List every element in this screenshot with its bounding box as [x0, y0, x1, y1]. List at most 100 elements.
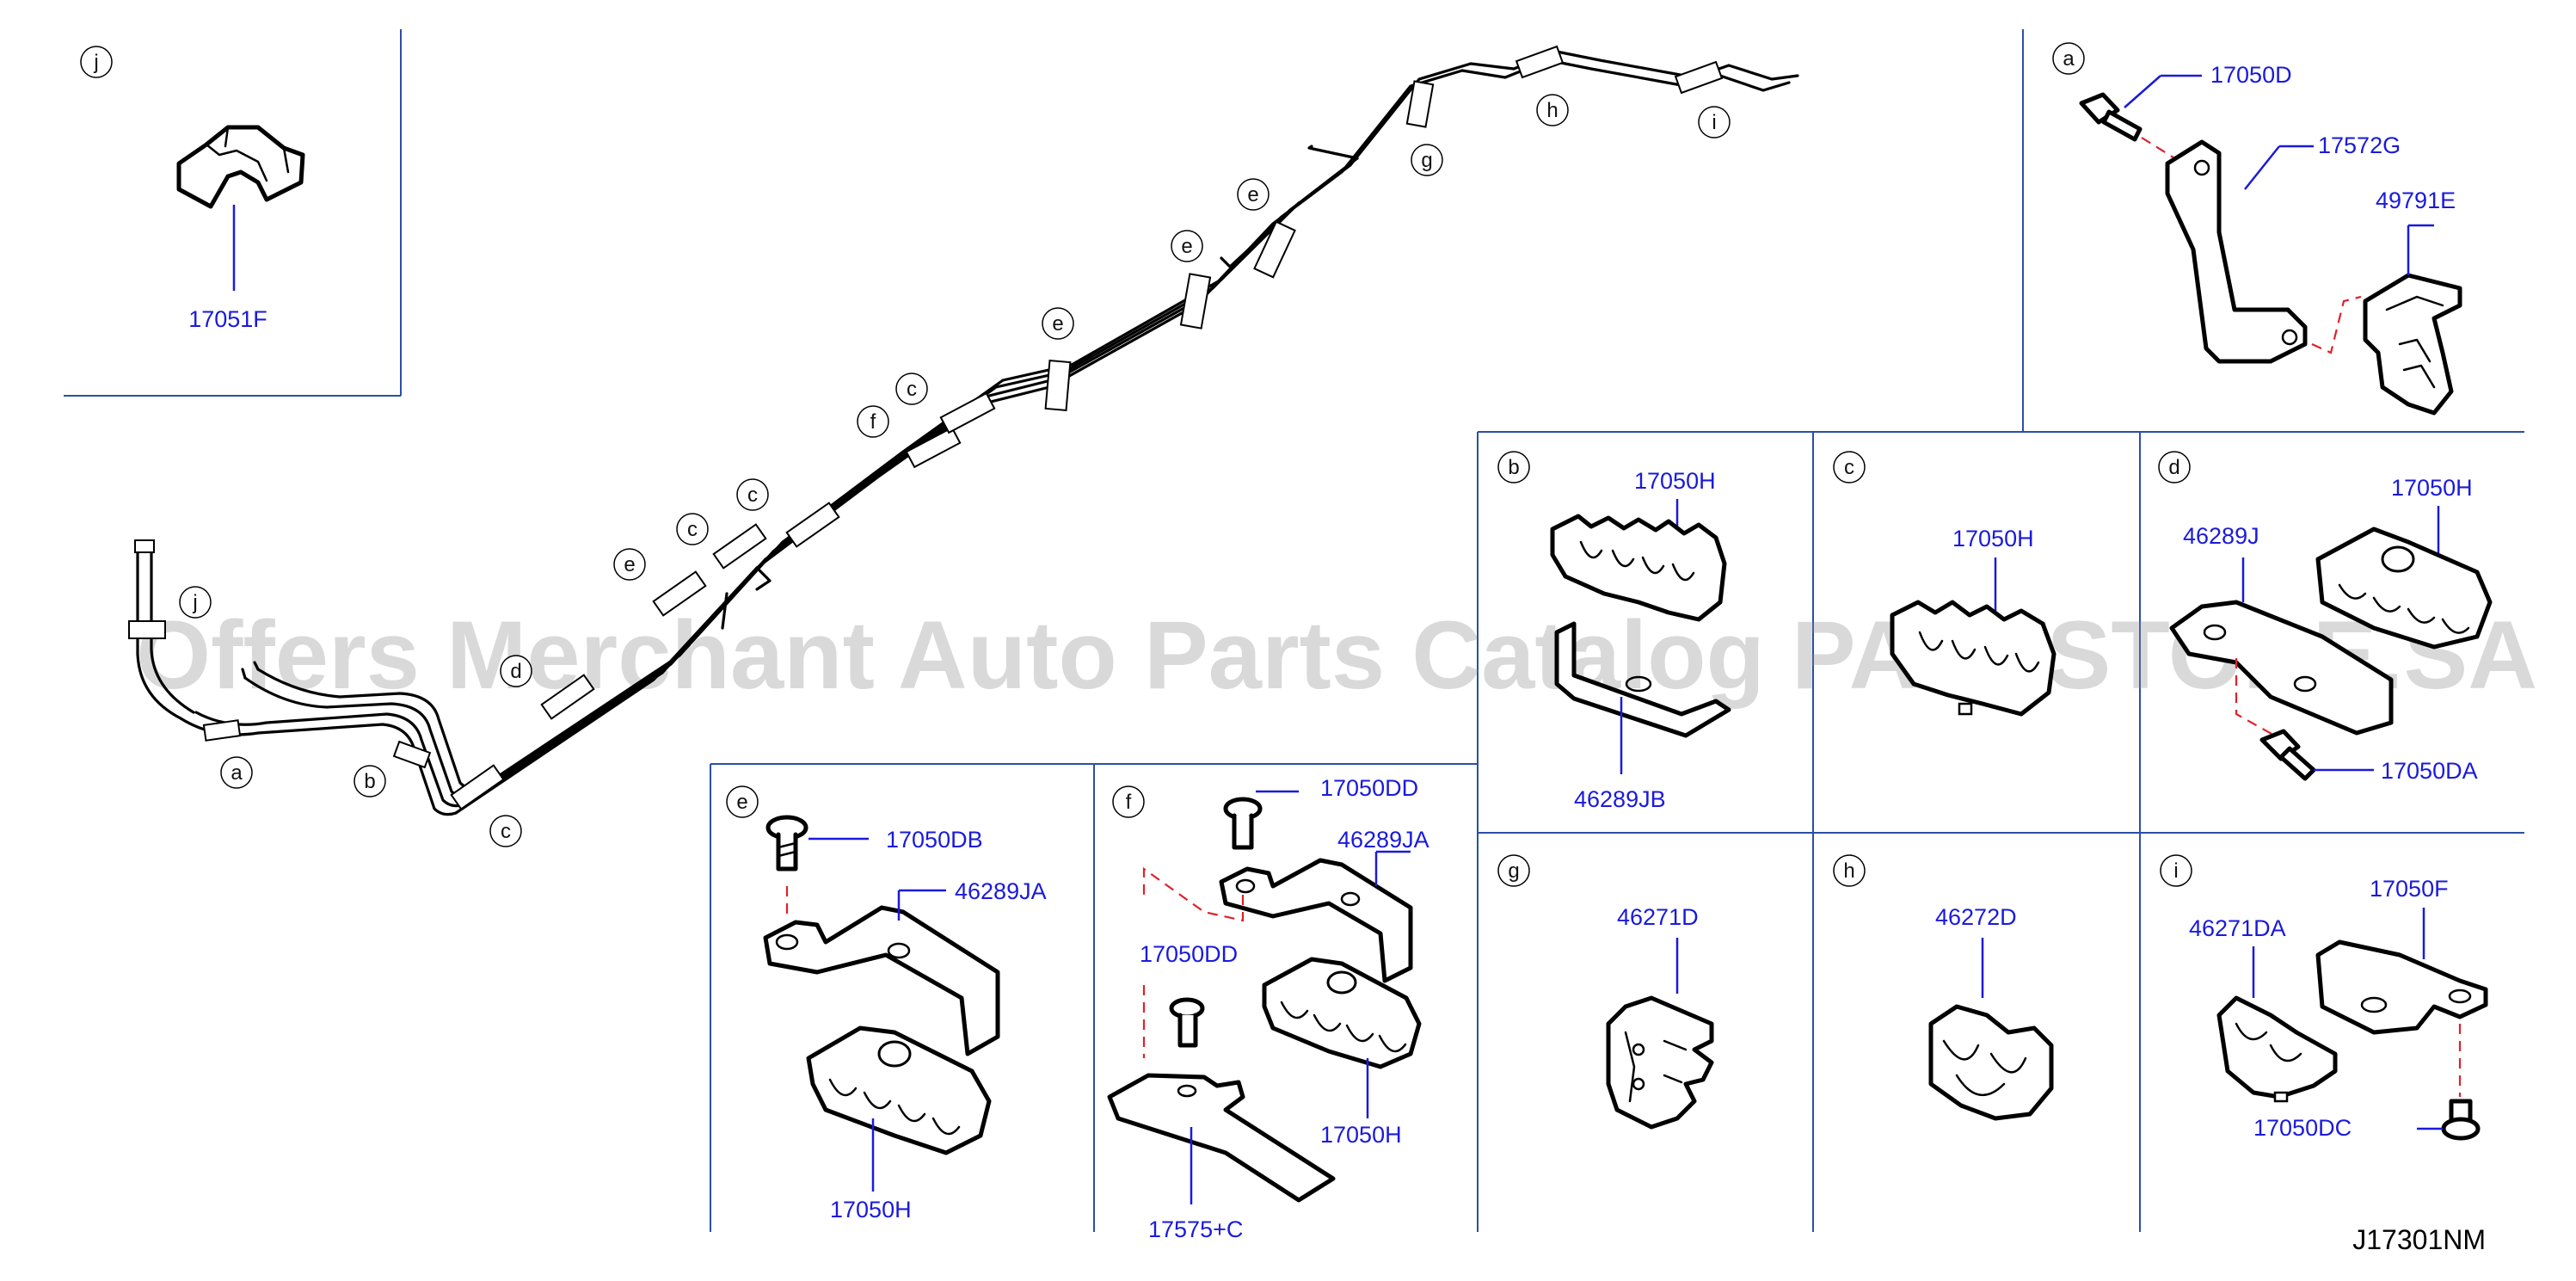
route-callouts: a b c c c c d e e e e f g h i j — [179, 94, 1731, 847]
svg-text:h: h — [1843, 859, 1854, 883]
svg-text:g: g — [1421, 149, 1432, 172]
svg-text:17050DC: 17050DC — [2253, 1115, 2352, 1141]
bracket-46289ja-f — [1219, 858, 1413, 983]
bracket-17575c — [1107, 1073, 1336, 1203]
svg-text:e: e — [1052, 312, 1063, 336]
svg-text:17050H: 17050H — [1320, 1122, 1402, 1148]
svg-text:17050DD: 17050DD — [1140, 941, 1238, 967]
svg-text:17050H: 17050H — [830, 1197, 912, 1222]
panel-h: h 46272D — [1833, 854, 2054, 1121]
brake-pipe-assembly — [128, 45, 1799, 816]
bracket-46289ja — [763, 905, 1000, 1056]
bolt-17050da — [2259, 729, 2316, 781]
svg-text:17050H: 17050H — [2391, 475, 2473, 501]
svg-text:a: a — [2063, 47, 2075, 71]
bracket-46289jb — [1554, 621, 1731, 738]
panel-e: e 17050DB 46289JA 17050H — [726, 785, 1047, 1222]
callout-c: c — [895, 373, 928, 405]
panel-frames — [64, 29, 2524, 1232]
callout-g: g — [1411, 144, 1443, 176]
svg-text:e: e — [736, 791, 747, 814]
part-17051f: 17051F — [188, 306, 267, 332]
clip-17050h-c — [1890, 600, 2056, 717]
bolt-17050dc — [2441, 1099, 2481, 1141]
svg-text:46272D: 46272D — [1935, 904, 2017, 930]
panel-j: j 17051F — [80, 46, 305, 332]
svg-text:17050H: 17050H — [1952, 526, 2034, 551]
svg-text:46289JB: 46289JB — [1574, 786, 1666, 812]
watermark: Offers Merchant Auto Parts Catalog PARTS… — [136, 601, 2537, 709]
panel-d: d 17050H 46289J 17050DA — [2158, 451, 2493, 784]
callout-d: d — [500, 655, 532, 687]
svg-text:a: a — [231, 761, 243, 785]
svg-text:c: c — [687, 518, 698, 541]
bolt-17050dd-top — [1223, 797, 1263, 850]
clip-46272d — [1928, 1004, 2054, 1121]
callout-c: c — [736, 478, 769, 511]
svg-text:46289J: 46289J — [2183, 523, 2259, 549]
callout-h: h — [1536, 94, 1569, 126]
callout-e: e — [1171, 230, 1203, 262]
bracket-17572g — [2165, 139, 2308, 364]
clip-17050h — [1550, 514, 1727, 622]
bracket-46289j — [2169, 600, 2394, 736]
svg-text:i: i — [2173, 859, 2178, 883]
svg-text:d: d — [510, 660, 521, 683]
callout-e: e — [1237, 178, 1270, 211]
svg-text:46271DA: 46271DA — [2189, 915, 2286, 941]
callout-j: j — [179, 586, 212, 619]
svg-text:f: f — [870, 410, 876, 434]
svg-text:j: j — [192, 591, 197, 614]
svg-text:17050H: 17050H — [1634, 468, 1716, 494]
clip-17050h-d — [2315, 527, 2493, 650]
svg-text:17572G: 17572G — [2318, 132, 2401, 158]
svg-text:46289JA: 46289JA — [1337, 827, 1429, 853]
svg-text:c: c — [501, 820, 511, 843]
bracket-17050f — [2315, 939, 2488, 1035]
svg-text:i: i — [1712, 111, 1716, 134]
svg-text:c: c — [747, 483, 758, 507]
clip-17050h-f — [1262, 957, 1422, 1069]
panel-f: f 17050DD 46289JA 17050DD — [1107, 775, 1429, 1242]
svg-text:17050D: 17050D — [2210, 62, 2292, 88]
callout-a: a — [220, 756, 253, 789]
svg-text:c: c — [1844, 456, 1854, 479]
diagram-code: J17301NM — [2352, 1224, 2486, 1255]
clip-49791e — [2363, 273, 2462, 416]
svg-text:46271D: 46271D — [1617, 904, 1699, 930]
clip-46271d — [1606, 995, 1714, 1130]
clip-46271da — [2216, 995, 2338, 1103]
svg-text:e: e — [624, 553, 635, 576]
svg-text:e: e — [1181, 235, 1192, 258]
callout-e: e — [1042, 307, 1074, 340]
svg-text:b: b — [364, 770, 375, 793]
svg-text:c: c — [907, 378, 917, 401]
svg-text:17575+C: 17575+C — [1148, 1216, 1243, 1242]
bolt-17050d — [2079, 92, 2143, 142]
svg-text:f: f — [1126, 791, 1132, 814]
panel-c: c 17050H — [1833, 451, 2056, 717]
panel-g: g 46271D — [1497, 854, 1714, 1130]
svg-text:b: b — [1508, 456, 1519, 479]
svg-text:d: d — [2168, 456, 2179, 479]
callout-c: c — [489, 815, 522, 847]
svg-text:j: j — [93, 51, 98, 74]
callout-i: i — [1698, 106, 1731, 139]
svg-text:17050DA: 17050DA — [2381, 758, 2478, 784]
callout-e: e — [613, 548, 646, 581]
callout-f: f — [857, 405, 889, 438]
clip-17050h-e — [806, 1025, 992, 1155]
callout-b: b — [354, 765, 386, 798]
svg-text:46289JA: 46289JA — [955, 878, 1047, 904]
svg-text:17050DD: 17050DD — [1320, 775, 1418, 801]
svg-text:49791E: 49791E — [2376, 188, 2456, 213]
svg-text:17050DB: 17050DB — [886, 827, 983, 853]
svg-text:h: h — [1546, 99, 1558, 122]
svg-text:17050F: 17050F — [2370, 876, 2449, 902]
bolt-17050dd-mid — [1169, 997, 1205, 1048]
svg-text:e: e — [1247, 183, 1258, 206]
svg-text:g: g — [1508, 859, 1519, 883]
panel-i: i 17050F 46271DA 17050DC — [2160, 854, 2488, 1141]
